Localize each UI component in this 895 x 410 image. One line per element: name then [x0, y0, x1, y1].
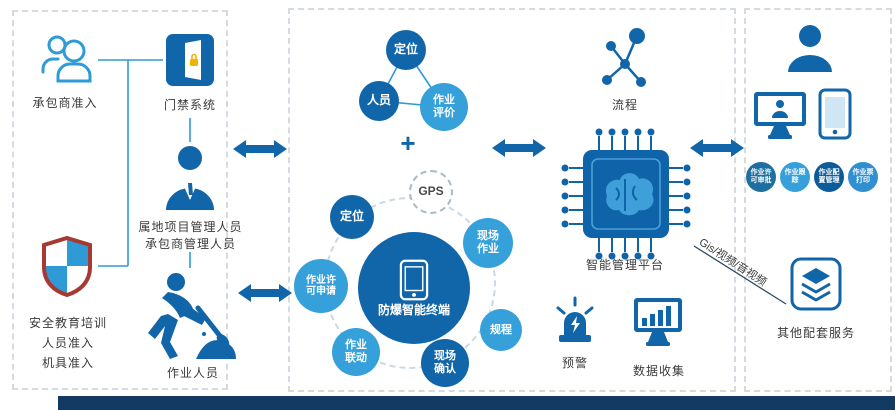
door-system-label: 门禁系统: [163, 98, 216, 112]
safety-label-line3: 机具准入: [41, 356, 94, 370]
tablet-icon: [399, 259, 429, 300]
brain-icon: [605, 173, 654, 216]
ai-chip-icon: [561, 128, 691, 260]
contractors-people-icon: [41, 35, 92, 83]
gps-circle: GPS: [409, 170, 453, 214]
manager-label-line2: 承包商管理人员: [144, 237, 236, 251]
regulation-circle: 规程: [480, 309, 522, 351]
safety-shield-icon: [42, 235, 92, 298]
process-molecule-icon: [602, 28, 646, 87]
contractor-access-label: 承包商准入: [32, 96, 98, 110]
desktop-monitor-icon: [754, 92, 806, 139]
manager-person-icon: [166, 146, 214, 210]
arrow-left-to-hub: [233, 140, 287, 158]
manager-label-line1: 属地项目管理人员: [138, 220, 243, 234]
safety-label-line1: 安全教育培训: [28, 316, 107, 330]
left-group-box: [12, 10, 228, 390]
top-positioning-circle: 定位: [386, 30, 426, 70]
site-confirm-circle: 现场确认: [421, 339, 469, 387]
explosion-proof-terminal-circle: 防爆智能终端: [358, 232, 470, 344]
badge-work-tracking: 作业跟踪: [780, 162, 810, 192]
smartphone-icon: [818, 88, 852, 140]
data-monitor-icon: [634, 298, 682, 346]
safety-label-line2: 人员准入: [41, 336, 94, 350]
terminal-label: 防爆智能终端: [377, 302, 450, 317]
other-services-label: 其他配套服务: [776, 326, 855, 340]
worker-label: 作业人员: [166, 366, 219, 380]
positioning-circle: 定位: [330, 195, 374, 239]
plus-symbol: +: [400, 128, 416, 158]
platform-name-label: 智能管理平台: [585, 258, 664, 272]
middle-group-box: [288, 8, 736, 392]
top-personnel-circle: 人员: [359, 81, 399, 121]
process-label: 流程: [611, 98, 638, 112]
layers-services-icon: [790, 257, 842, 311]
arrow-worker-to-terminal: [238, 284, 292, 302]
right-group-box: [744, 8, 892, 392]
top-evaluation-circle: 作业评价: [420, 83, 468, 131]
site-work-circle: 现场作业: [463, 218, 513, 268]
badge-config-management: 作业配置管理: [814, 162, 844, 192]
badge-permit-approval: 作业许可审批: [746, 162, 776, 192]
work-linkage-circle: 作业联动: [332, 328, 380, 376]
door-access-icon: [166, 34, 214, 86]
data-collect-label: 数据收集: [632, 364, 685, 378]
warning-siren-icon: [556, 296, 594, 342]
user-avatar-icon: [788, 25, 832, 72]
warning-label: 预警: [561, 356, 588, 370]
badge-ticket-print: 作业票打印: [848, 162, 878, 192]
permit-apply-circle: 作业许可申请: [294, 259, 348, 313]
bottom-accent-bar: [58, 396, 895, 410]
worker-digging-icon: [148, 273, 236, 359]
